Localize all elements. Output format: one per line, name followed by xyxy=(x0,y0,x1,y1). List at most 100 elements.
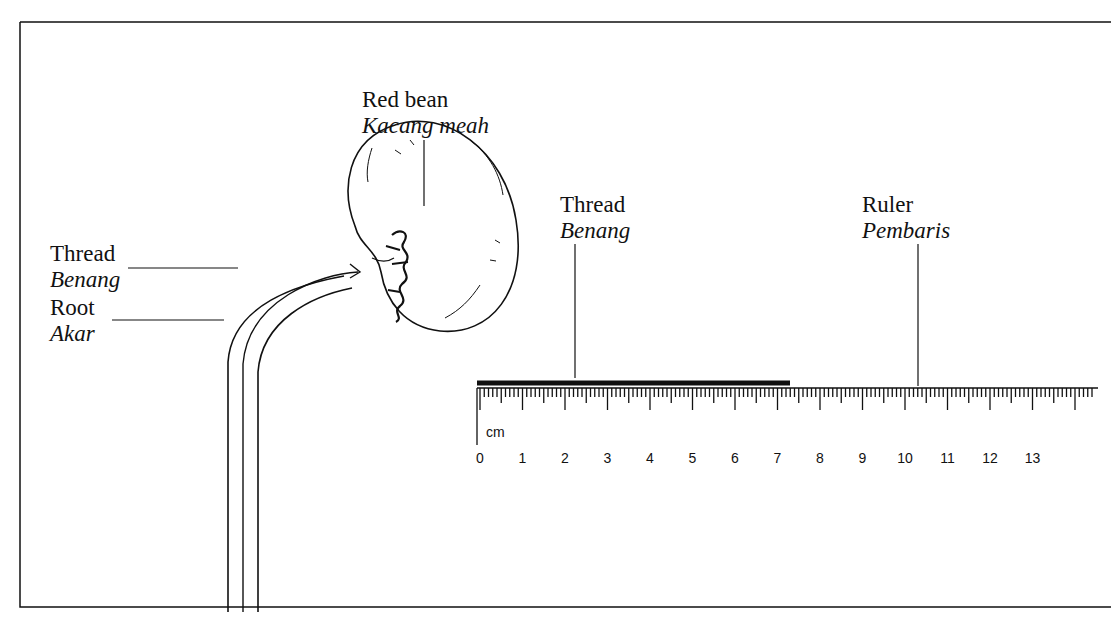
ruler-tick xyxy=(484,388,485,397)
ruler-tick xyxy=(726,388,727,397)
root xyxy=(228,276,352,612)
ruler-tick xyxy=(790,388,791,397)
ruler-tick xyxy=(824,388,825,397)
part-label-malay: Benang xyxy=(50,267,120,293)
ruler-tick xyxy=(530,388,531,397)
ruler-tick xyxy=(1032,388,1033,410)
ruler-tick xyxy=(526,388,527,397)
ruler-tick xyxy=(1036,388,1037,397)
ruler-tick xyxy=(934,388,935,397)
ruler-tick xyxy=(628,388,629,403)
ruler-tick xyxy=(569,388,570,397)
ruler-tick xyxy=(819,388,820,410)
ruler-tick xyxy=(492,388,493,397)
ruler-tick xyxy=(620,388,621,397)
ruler-tick xyxy=(590,388,591,397)
ruler-tick xyxy=(535,388,536,397)
ruler-tick xyxy=(522,388,523,410)
ruler-tick xyxy=(917,388,918,397)
ruler-tick xyxy=(858,388,859,397)
ruler-tick xyxy=(1049,388,1050,397)
ruler-tick xyxy=(743,388,744,397)
ruler-tick xyxy=(985,388,986,397)
ruler-tick xyxy=(717,388,718,397)
ruler-tick xyxy=(938,388,939,397)
ruler-tick xyxy=(862,388,863,410)
ruler-tick xyxy=(607,388,608,410)
scale-number: 5 xyxy=(689,450,697,466)
ruler-tick xyxy=(1066,388,1067,397)
ruler-tick xyxy=(1002,388,1003,397)
ruler-tick xyxy=(709,388,710,397)
ruler-tick xyxy=(921,388,922,397)
ruler-tick xyxy=(756,388,757,403)
tied-thread xyxy=(243,264,360,612)
ruler-tick xyxy=(552,388,553,397)
ruler-tick xyxy=(1006,388,1007,397)
ruler-tick xyxy=(734,388,735,410)
ruler-tick xyxy=(1079,388,1080,397)
scale-number: 1 xyxy=(519,450,527,466)
ruler-tick xyxy=(807,388,808,397)
ruler-tick xyxy=(947,388,948,410)
ruler-tick xyxy=(815,388,816,397)
part-label-malay: Benang xyxy=(560,218,630,244)
ruler-tick xyxy=(488,388,489,397)
ruler-tick xyxy=(768,388,769,397)
ruler-tick xyxy=(543,388,544,403)
ruler-tick xyxy=(964,388,965,397)
ruler-tick xyxy=(909,388,910,397)
ruler-tick xyxy=(1074,388,1075,410)
part-label: Thread xyxy=(560,192,625,218)
ruler-tick xyxy=(960,388,961,397)
scale-number: 0 xyxy=(476,450,484,466)
ruler-tick xyxy=(577,388,578,397)
scale-number: 10 xyxy=(897,450,913,466)
ruler-tick xyxy=(1040,388,1041,397)
ruler-tick xyxy=(518,388,519,397)
ruler-tick xyxy=(845,388,846,397)
ruler-tick xyxy=(1053,388,1054,403)
ruler-tick xyxy=(781,388,782,397)
ruler-tick xyxy=(501,388,502,403)
scale-number: 3 xyxy=(604,450,612,466)
scale-number: 6 xyxy=(731,450,739,466)
ruler-tick xyxy=(879,388,880,397)
ruler-tick xyxy=(739,388,740,397)
ruler-tick xyxy=(1028,388,1029,397)
ruler-tick xyxy=(798,388,799,403)
part-label: Red bean xyxy=(362,87,448,113)
ruler-tick xyxy=(747,388,748,397)
ruler-tick xyxy=(556,388,557,397)
ruler-tick xyxy=(764,388,765,397)
ruler-tick xyxy=(730,388,731,397)
ruler-tick xyxy=(849,388,850,397)
ruler-tick xyxy=(972,388,973,397)
ruler-tick xyxy=(505,388,506,397)
ruler-tick xyxy=(994,388,995,397)
ruler-tick xyxy=(594,388,595,397)
ruler-tick xyxy=(654,388,655,397)
ruler-tick xyxy=(896,388,897,397)
ruler-tick xyxy=(926,388,927,403)
ruler-tick xyxy=(1091,388,1092,397)
ruler-tick xyxy=(1015,388,1016,397)
ruler-tick xyxy=(853,388,854,397)
ruler-tick xyxy=(671,388,672,403)
ruler-tick xyxy=(509,388,510,397)
ruler-tick xyxy=(696,388,697,397)
ruler-tick xyxy=(586,388,587,403)
ruler-tick xyxy=(679,388,680,397)
ruler-tick xyxy=(713,388,714,403)
ruler-tick xyxy=(560,388,561,397)
unit-label: cm xyxy=(486,424,505,440)
part-label: Thread xyxy=(50,241,115,267)
ruler-tick xyxy=(598,388,599,397)
ruler-tick xyxy=(977,388,978,397)
ruler-tick xyxy=(722,388,723,397)
ruler-tick xyxy=(1045,388,1046,397)
ruler-tick xyxy=(760,388,761,397)
part-label-malay: Pembaris xyxy=(862,218,950,244)
ruler-tick xyxy=(841,388,842,403)
leader-line xyxy=(112,140,918,386)
